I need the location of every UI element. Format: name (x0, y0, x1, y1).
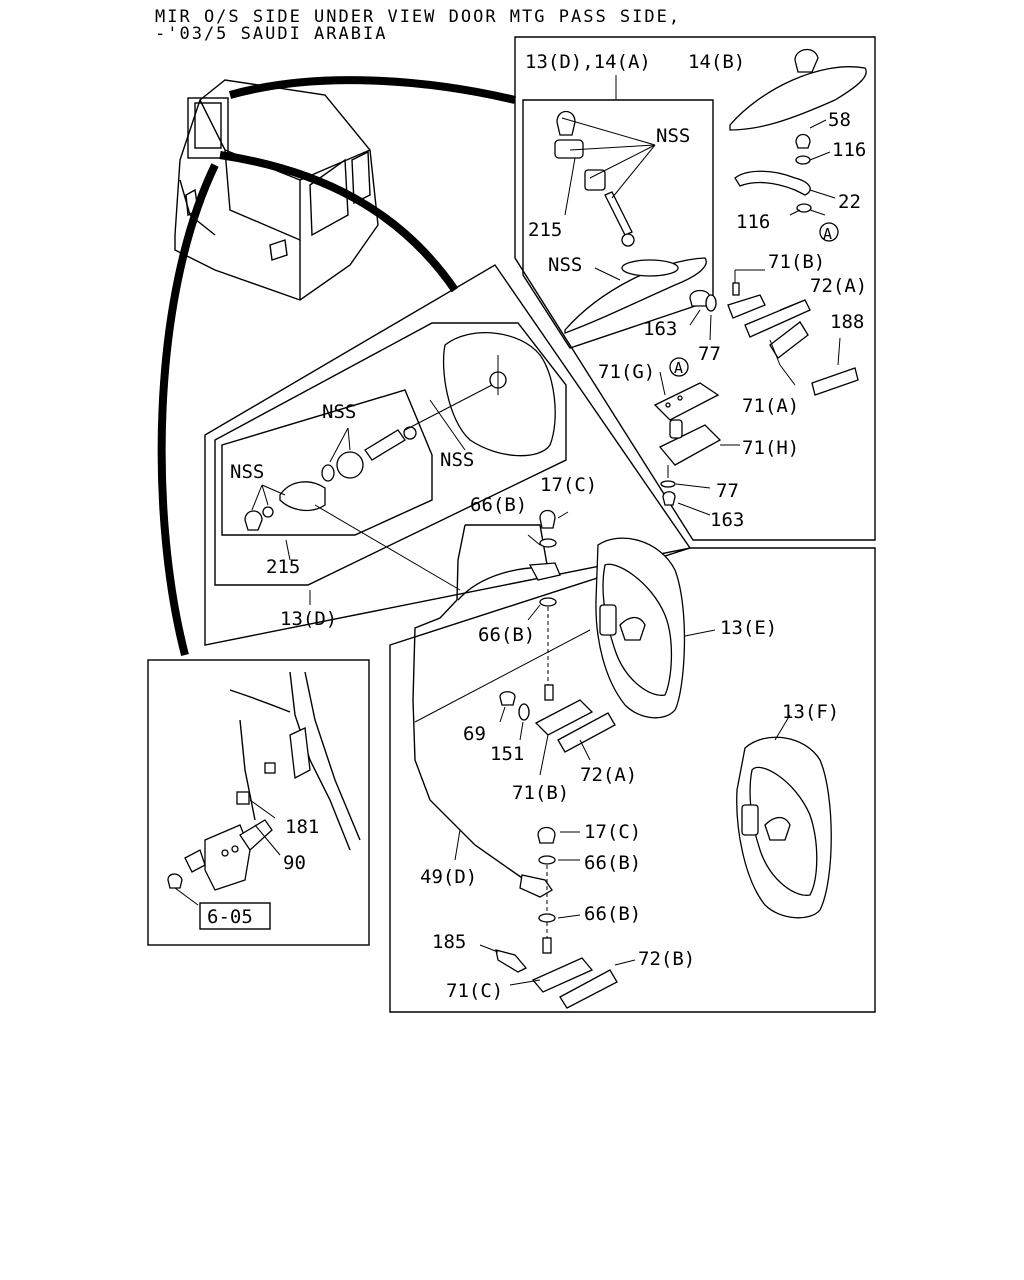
header-line-2: -'03/5 SAUDI ARABIA (155, 24, 387, 44)
label-77-b: 77 (716, 480, 739, 502)
label-90: 90 (283, 852, 306, 874)
label-nss-c: NSS (322, 401, 356, 423)
label-nss-b: NSS (548, 254, 582, 276)
label-66b-c: 66(B) (584, 852, 641, 874)
label-13e: 13(E) (720, 617, 777, 639)
inner-box-bracket (221, 389, 433, 536)
swoosh-line-upper (228, 76, 516, 104)
inset-frame-door-mount (147, 659, 370, 946)
mount-hardware-upper (653, 119, 859, 516)
label-13d-14a: 13(D),14(A) (525, 51, 651, 73)
truck-cab-illustration (174, 79, 379, 301)
mount-hardware-lower (454, 509, 791, 1009)
label-71b-a: 71(B) (768, 251, 825, 273)
label-58: 58 (828, 109, 851, 131)
label-17c-a: 17(C) (540, 474, 597, 496)
label-181: 181 (285, 816, 319, 838)
label-185: 185 (432, 931, 466, 953)
label-71a: 71(A) (742, 395, 799, 417)
label-49d: 49(D) (420, 866, 477, 888)
label-72b: 72(B) (638, 948, 695, 970)
label-nss-a: NSS (656, 125, 690, 147)
reference-box-6-05 (199, 902, 271, 930)
label-nss-e: NSS (230, 461, 264, 483)
mirror-arm-assembly (412, 524, 832, 919)
label-163-a: 163 (643, 318, 677, 340)
label-13d: 13(D) (280, 608, 337, 630)
inner-box-mirror-back (214, 322, 567, 586)
label-116-b: 116 (736, 211, 770, 233)
label-163-b: 163 (710, 509, 744, 531)
label-nss-d: NSS (440, 449, 474, 471)
label-72a-a: 72(A) (810, 275, 867, 297)
label-71c: 71(C) (446, 980, 503, 1002)
label-215-b: 215 (266, 556, 300, 578)
label-17c-b: 17(C) (584, 821, 641, 843)
label-71b-b: 71(B) (512, 782, 569, 804)
mirror-back-exploded (244, 332, 556, 605)
label-72a-b: 72(A) (580, 764, 637, 786)
label-circle-a-1: A (823, 225, 832, 243)
swoosh-line-middle (219, 151, 459, 293)
swoosh-line-lower (157, 163, 219, 657)
inner-box-mirror-head (522, 99, 714, 349)
door-mount-inset (167, 671, 361, 930)
label-77-a: 77 (698, 343, 721, 365)
label-188: 188 (830, 311, 864, 333)
label-13f: 13(F) (782, 701, 839, 723)
label-66b-b: 66(B) (478, 624, 535, 646)
label-71h: 71(H) (742, 437, 799, 459)
header-line-1: MIR O/S SIDE UNDER VIEW DOOR MTG PASS SI… (155, 7, 681, 27)
label-66b-d: 66(B) (584, 903, 641, 925)
label-151: 151 (490, 743, 524, 765)
label-circle-a-2: A (674, 359, 683, 377)
mirror-head-exploded (554, 48, 867, 334)
label-66b-a: 66(B) (470, 494, 527, 516)
label-215-a: 215 (528, 219, 562, 241)
label-22: 22 (838, 191, 861, 213)
label-6-05: 6-05 (207, 906, 253, 928)
label-116-a: 116 (832, 139, 866, 161)
label-14b: 14(B) (688, 51, 745, 73)
label-71g: 71(G) (598, 361, 655, 383)
detail-frame-upper-right (514, 36, 876, 541)
label-69: 69 (463, 723, 486, 745)
